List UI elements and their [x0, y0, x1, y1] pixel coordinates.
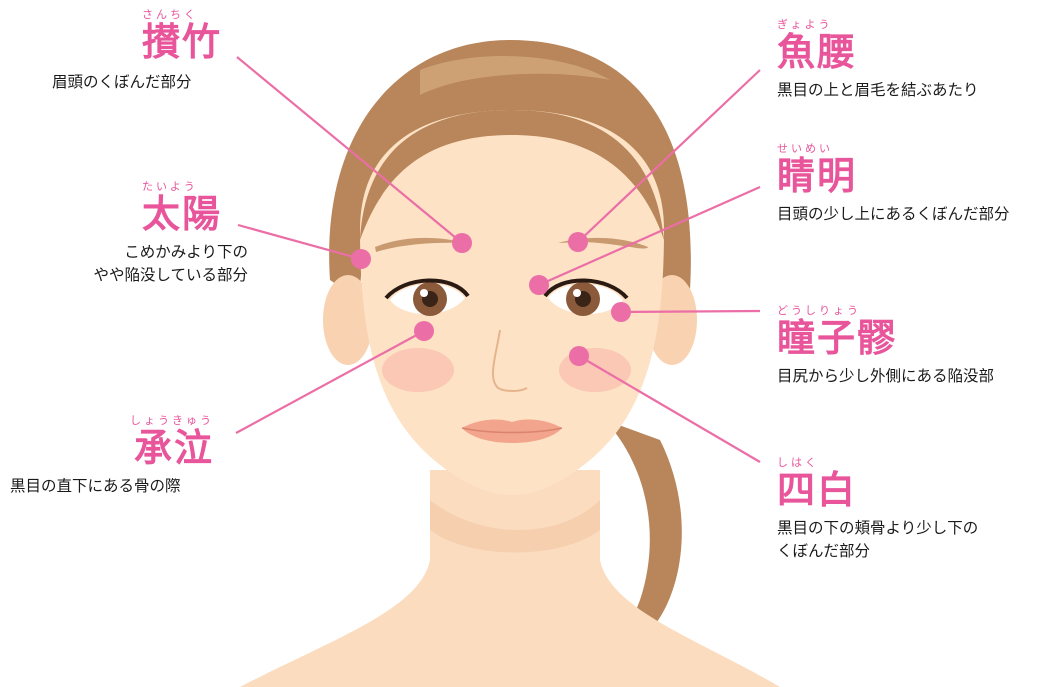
dot-shihaku [569, 346, 589, 366]
desc-taiyou: こめかみより下の やや陥没している部分 [88, 241, 248, 287]
name-taiyou: 太陽 [88, 193, 248, 235]
label-seimei: せいめい 睛明 目頭の少し上にあるくぼんだ部分 [777, 142, 1052, 226]
eye-shine-right [573, 289, 581, 297]
label-doushiryou: どうしりょう 瞳子髎 目尻から少し外側にある陥没部 [777, 304, 1047, 388]
label-taiyou: たいよう 太陽 こめかみより下の やや陥没している部分 [88, 180, 248, 287]
dot-doushiryou [611, 302, 631, 322]
desc-gyoyou: 黒目の上と眉毛を結ぶあたり [777, 79, 1047, 102]
name-seimei: 睛明 [777, 155, 1052, 197]
desc-sanchiku: 眉頭のくぼんだ部分 [52, 71, 252, 94]
name-shihaku: 四白 [777, 469, 1047, 511]
name-gyoyou: 魚腰 [777, 31, 1047, 73]
dot-shoukyuu [414, 321, 434, 341]
name-shoukyuu: 承泣 [10, 427, 230, 469]
neck-shoulders [240, 470, 780, 687]
line-doushiryou [621, 311, 760, 312]
desc-seimei: 目頭の少し上にあるくぼんだ部分 [777, 203, 1052, 226]
desc-shihaku: 黒目の下の頬骨より少し下の くぼんだ部分 [777, 517, 1047, 563]
desc-shoukyuu: 黒目の直下にある骨の際 [10, 475, 230, 498]
eye-shine-left [420, 289, 428, 297]
dot-sanchiku [452, 233, 472, 253]
label-gyoyou: ぎょよう 魚腰 黒目の上と眉毛を結ぶあたり [777, 18, 1047, 102]
name-sanchiku: 攅竹 [52, 21, 252, 63]
dot-taiyou [351, 249, 371, 269]
label-sanchiku: さんちく 攅竹 眉頭のくぼんだ部分 [52, 8, 252, 94]
label-shoukyuu: しょうきゅう 承泣 黒目の直下にある骨の際 [10, 414, 230, 498]
dot-gyoyou [568, 232, 588, 252]
dot-seimei [529, 275, 549, 295]
label-shihaku: しはく 四白 黒目の下の頬骨より少し下の くぼんだ部分 [777, 456, 1047, 563]
desc-doushiryou: 目尻から少し外側にある陥没部 [777, 365, 1047, 388]
cheek-left [382, 348, 454, 392]
name-doushiryou: 瞳子髎 [777, 317, 1047, 359]
